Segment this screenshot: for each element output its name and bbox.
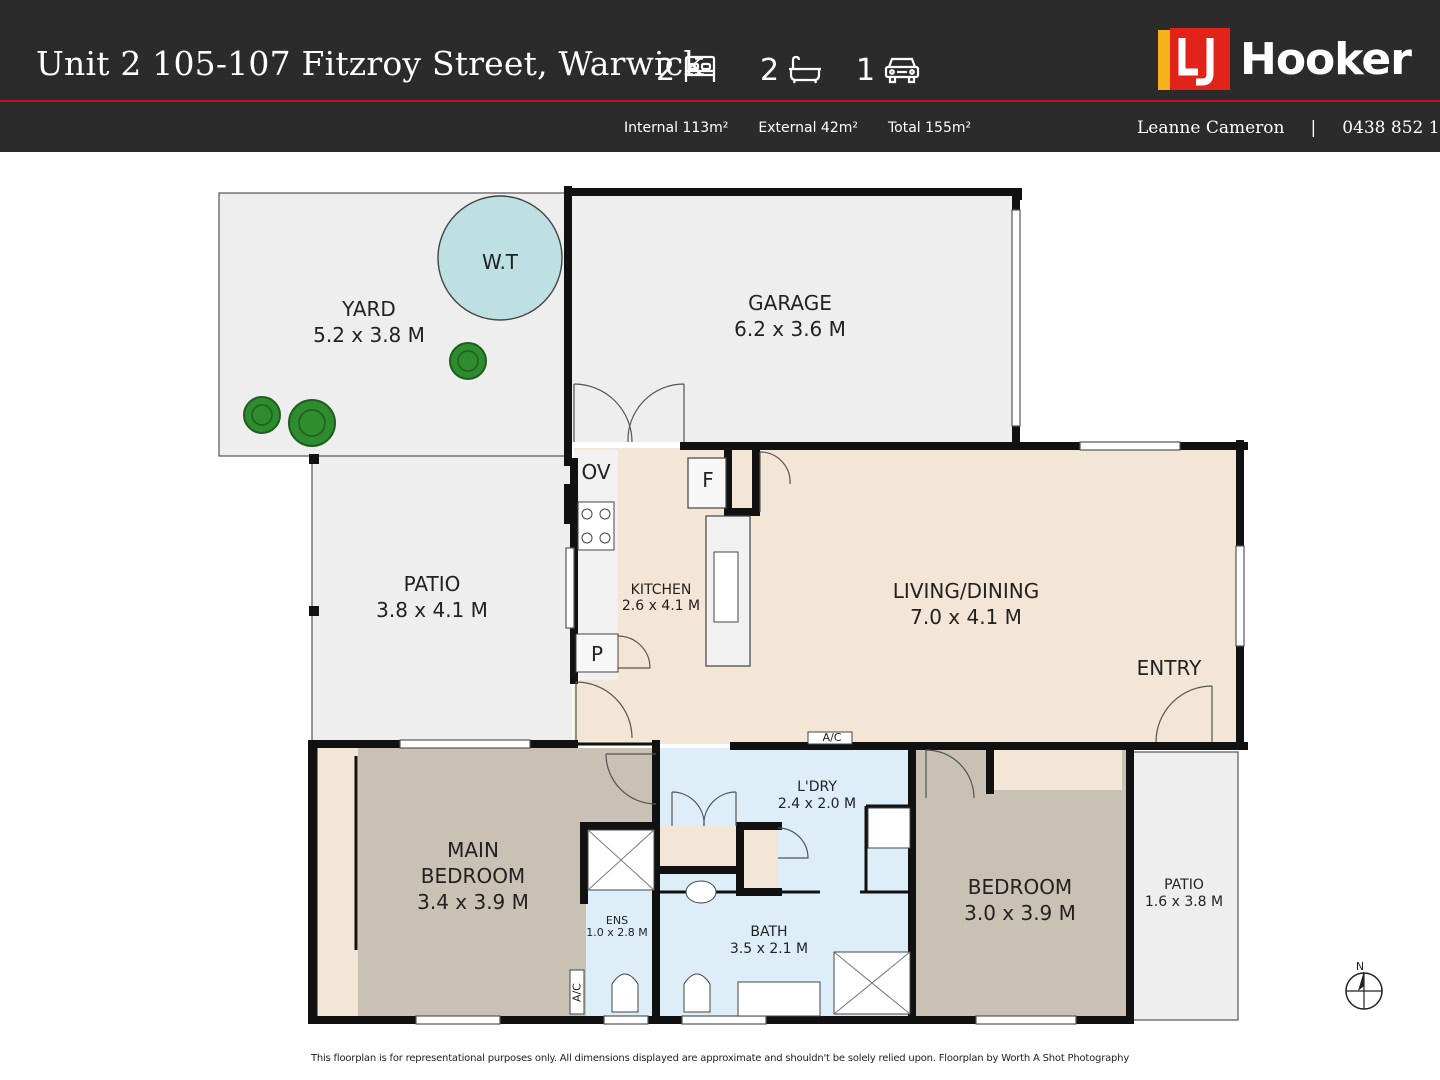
bath-size: 3.5 x 2.1 M	[729, 941, 809, 957]
main-bedroom-name-1: MAIN	[447, 838, 499, 862]
kitchen-size: 2.6 x 4.1 M	[621, 598, 701, 614]
ensuite-size: 1.0 x 2.8 M	[586, 926, 648, 939]
car-space-count-value: 1	[856, 52, 876, 88]
water-tank-label: W.T	[481, 250, 519, 274]
external-area: External 42m²	[758, 120, 858, 136]
car-space-count: 1	[856, 52, 921, 88]
bath-icon	[789, 55, 822, 84]
entry-label: ENTRY	[1136, 656, 1202, 680]
post-2	[309, 606, 319, 616]
yard-name: YARD	[342, 297, 396, 321]
agent-phone: 0438 852 188	[1342, 118, 1440, 138]
vanity-icon	[737, 981, 821, 1017]
garage-area	[572, 193, 1016, 442]
bathroom-count: 2	[760, 52, 823, 88]
north-compass-icon	[1345, 971, 1383, 1010]
living-kitchen-area	[574, 448, 1240, 744]
north-label: N	[1355, 960, 1365, 973]
pantry-space	[575, 633, 619, 673]
agent-contact: Leanne Cameron | 0438 852 188	[1137, 118, 1440, 138]
floor-plan	[218, 186, 1383, 1025]
internal-area: Internal 113m²	[624, 120, 729, 136]
pantry-label: P	[590, 642, 604, 666]
logo-wordmark: Hooker	[1240, 33, 1412, 85]
bath-toilet-icon	[683, 973, 711, 1013]
main-bedroom-name-2: BEDROOM	[420, 864, 526, 888]
kitchen-name: KITCHEN	[630, 582, 692, 598]
lj-hooker-logo: Hooker	[1158, 28, 1412, 90]
bedroom-robe	[990, 748, 1122, 790]
area-summary: Internal 113m² External 42m² Total 155m²	[624, 120, 971, 136]
property-address: Unit 2 105-107 Fitzroy Street, Warwick	[36, 44, 704, 83]
bath-name: BATH	[750, 924, 788, 940]
ac-unit-bedroom	[569, 969, 585, 1015]
ac-unit-living	[807, 731, 853, 745]
agent-name: Leanne Cameron	[1137, 118, 1285, 138]
ac-label-living: A/C	[822, 731, 842, 744]
ensuite-name: ENS	[605, 914, 629, 927]
laundry-name: L'DRY	[797, 779, 837, 795]
patio-area	[312, 456, 572, 744]
sink-icon	[713, 551, 739, 623]
shrub-icon-2	[243, 396, 281, 434]
post-1	[309, 454, 319, 464]
shrub-icon	[449, 342, 487, 380]
patio-size: 3.8 x 4.1 M	[376, 598, 488, 622]
robe-area	[316, 748, 358, 1016]
bathroom-count-value: 2	[760, 52, 780, 88]
shrub-icon-3	[288, 399, 336, 447]
bedroom-size: 3.0 x 3.9 M	[964, 901, 1076, 925]
header-divider	[0, 100, 1440, 102]
side-patio-area	[1130, 752, 1238, 1020]
ac-label-bedroom: A/C	[570, 983, 584, 1003]
garage-name: GARAGE	[748, 291, 832, 315]
linen-cupboard	[660, 826, 740, 868]
agent-separator: |	[1310, 118, 1317, 138]
side-patio-name: PATIO	[1164, 877, 1204, 893]
bedroom-count: 2	[656, 52, 717, 88]
car-icon	[884, 57, 920, 84]
laundry-tub-icon	[867, 807, 911, 849]
main-bedroom-size: 3.4 x 3.9 M	[417, 890, 529, 914]
laundry-size: 2.4 x 2.0 M	[777, 796, 857, 812]
side-patio-size: 1.6 x 3.8 M	[1144, 894, 1224, 910]
fridge-space	[687, 457, 727, 509]
bedroom-count-value: 2	[656, 52, 676, 88]
bed-icon	[684, 55, 716, 82]
yard-size: 5.2 x 3.8 M	[313, 323, 425, 347]
lj-logo-mark	[1158, 28, 1230, 90]
bedroom-name: BEDROOM	[967, 875, 1073, 899]
fridge-label: F	[702, 468, 714, 492]
cooktop-icon	[577, 501, 615, 551]
ensuite-toilet-icon	[611, 973, 639, 1013]
bedroom-area	[916, 748, 1126, 1016]
living-size: 7.0 x 4.1 M	[910, 605, 1022, 629]
basin-icon	[685, 880, 717, 904]
total-area: Total 155m²	[888, 120, 972, 136]
linen-cupboard-2	[744, 826, 778, 892]
living-name: LIVING/DINING	[892, 579, 1040, 603]
garage-size: 6.2 x 3.6 M	[734, 317, 846, 341]
patio-name: PATIO	[403, 572, 461, 596]
oven-label: OV	[581, 460, 611, 484]
floorplan-disclaimer: This floorplan is for representational p…	[310, 1053, 1130, 1064]
water-tank	[437, 195, 563, 321]
